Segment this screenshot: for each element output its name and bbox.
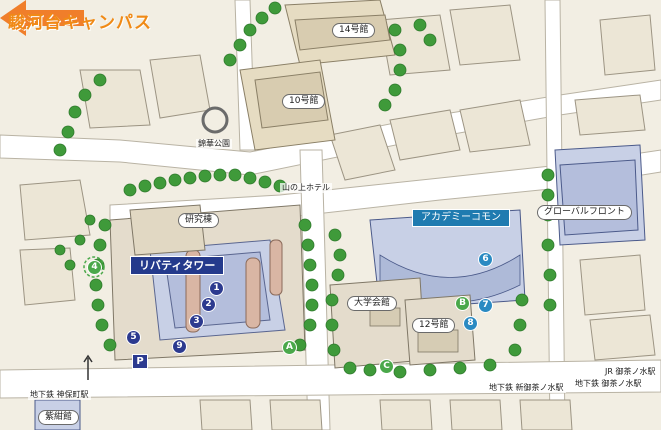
marker-3[interactable]: 3 bbox=[189, 314, 204, 329]
marker-9[interactable]: 9 bbox=[172, 339, 187, 354]
label-jr-ochanomizu: JR 御茶ノ水駅 bbox=[603, 367, 658, 377]
marker-b[interactable]: B bbox=[455, 296, 470, 311]
marker-4[interactable]: 4 bbox=[87, 260, 102, 275]
label-research-building[interactable]: 研究棟 bbox=[178, 213, 220, 228]
label-yamanoue-hotel: 山の上ホテル bbox=[280, 183, 332, 193]
marker-5[interactable]: 5 bbox=[126, 330, 141, 345]
label-subway-jimbocho: 地下鉄 神保町駅 bbox=[28, 390, 91, 400]
orange-arrow-icon bbox=[0, 0, 84, 36]
label-building-14[interactable]: 14号館 bbox=[332, 23, 376, 38]
map-title: 駿河台キャンパス bbox=[8, 13, 152, 33]
marker-6[interactable]: 6 bbox=[478, 252, 493, 267]
label-subway-ochanomizu: 地下鉄 御茶ノ水駅 bbox=[573, 379, 644, 389]
marker-a[interactable]: A bbox=[282, 340, 297, 355]
label-subway-shin-ochanomizu: 地下鉄 新御茶ノ水駅 bbox=[487, 383, 566, 393]
label-academy-common[interactable]: アカデミーコモン bbox=[412, 209, 510, 227]
marker-7[interactable]: 7 bbox=[478, 298, 493, 313]
marker-c[interactable]: C bbox=[379, 359, 394, 374]
label-kinka-park: 錦華公園 bbox=[196, 139, 232, 149]
label-global-front[interactable]: グローバルフロント bbox=[537, 205, 632, 220]
marker-8[interactable]: 8 bbox=[463, 316, 478, 331]
label-university-hall[interactable]: 大学会館 bbox=[347, 296, 398, 311]
marker-1[interactable]: 1 bbox=[209, 281, 224, 296]
label-liberty-tower[interactable]: リバティタワー bbox=[130, 256, 225, 275]
marker-2[interactable]: 2 bbox=[201, 297, 216, 312]
parking-icon[interactable]: P bbox=[132, 354, 148, 369]
label-shikon-museum[interactable]: 紫紺館 bbox=[38, 410, 80, 425]
label-building-12[interactable]: 12号館 bbox=[412, 318, 456, 333]
label-building-10[interactable]: 10号館 bbox=[282, 94, 326, 109]
